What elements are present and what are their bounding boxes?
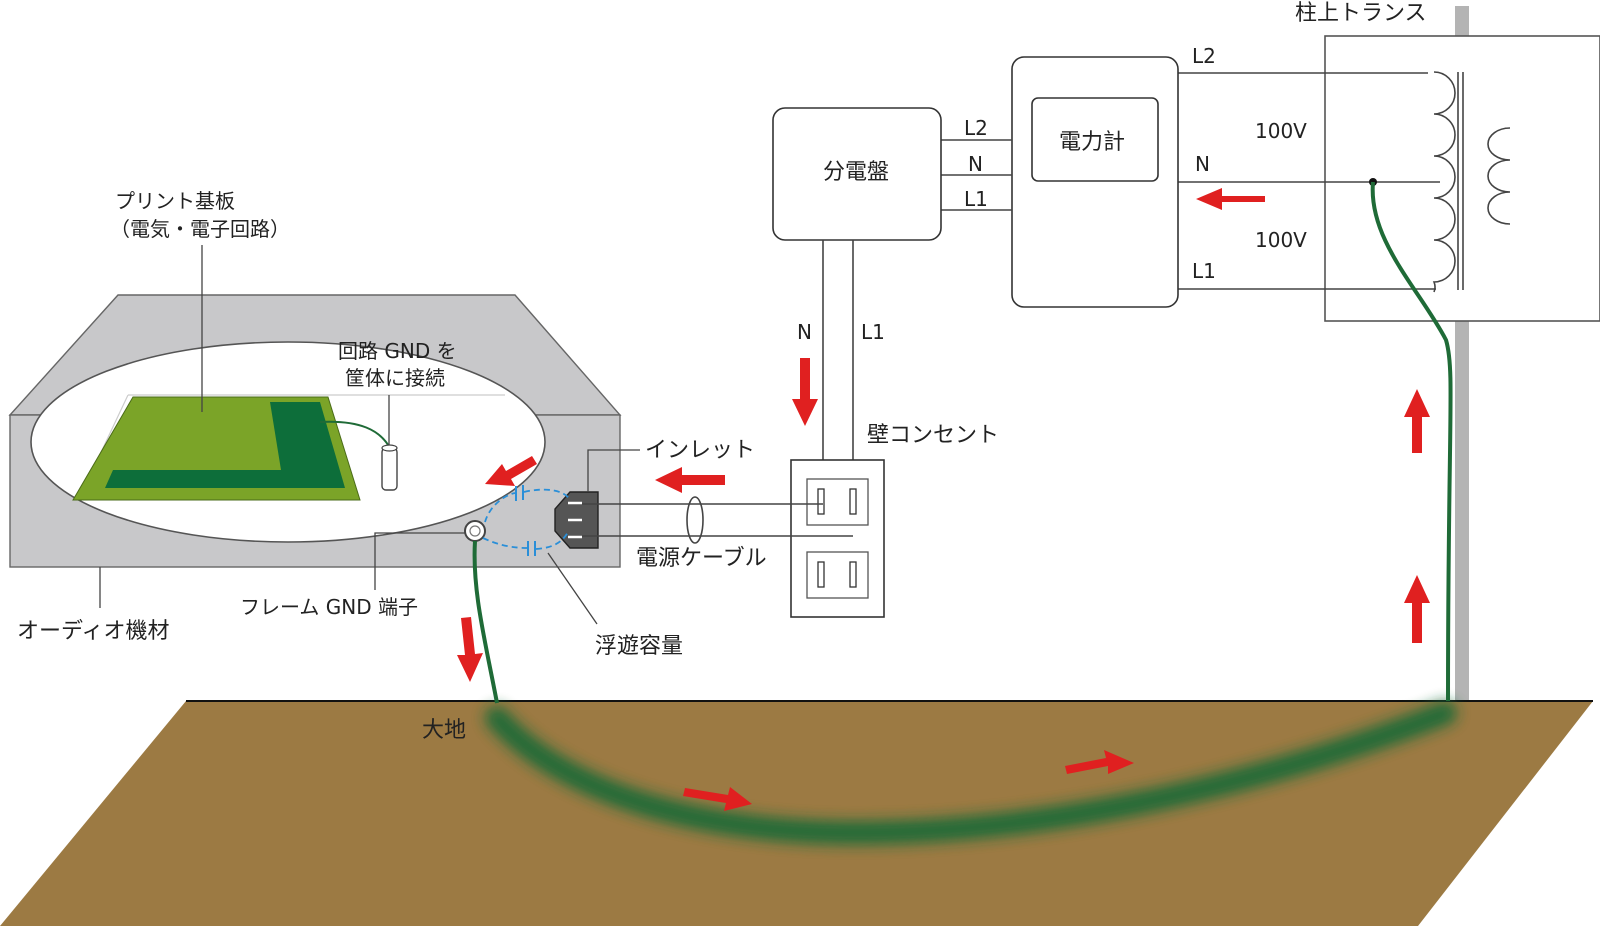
voltage-upper: 100V	[1255, 119, 1307, 143]
red-arrow-icon	[683, 787, 752, 811]
pcb-label-2: （電気・電子回路）	[110, 217, 290, 241]
board-label-l2: L2	[964, 116, 988, 140]
outlet-slot	[817, 561, 825, 588]
frame-gnd-lead	[374, 532, 465, 590]
red-arrow-icon	[1196, 188, 1265, 210]
outlet-slot	[849, 561, 857, 588]
power-meter-label: 電力計	[1059, 130, 1125, 155]
ground-label: 大地	[422, 718, 466, 743]
gnd-standoff-top	[381, 444, 398, 452]
frame-gnd-terminal-inner	[469, 525, 481, 537]
red-arrow-icon	[1065, 750, 1134, 774]
stray-capacitance-lead	[547, 552, 598, 625]
power-cable-sleeve	[686, 496, 704, 544]
board-label-n: N	[968, 152, 983, 176]
ground-surface	[0, 701, 1593, 926]
power-cable-label: 電源ケーブル	[636, 546, 767, 571]
coil-icon	[1432, 71, 1511, 293]
stray-capacitance-label: 浮遊容量	[595, 634, 683, 659]
red-arrow-icon	[457, 617, 483, 682]
outlet-socket-upper	[806, 478, 869, 526]
trans-label-l1: L1	[1192, 259, 1216, 283]
transformer-ground-wire	[1370, 181, 1453, 702]
audio-equipment-label: オーディオ機材	[17, 619, 169, 644]
pole-transformer-label: 柱上トランス	[1295, 1, 1427, 26]
chassis-ground-wire	[472, 540, 499, 704]
red-arrow-icon	[1404, 389, 1430, 453]
circuit-gnd-wire	[319, 420, 391, 449]
trans-label-n: N	[1195, 152, 1210, 176]
frame-gnd-label: フレーム GND 端子	[240, 595, 418, 619]
red-arrow-icon	[655, 467, 725, 493]
pcb-label-1: プリント基板	[115, 189, 235, 213]
power-meter-box	[1011, 56, 1179, 308]
wall-outlet-label: 壁コンセント	[867, 423, 999, 448]
circuit-gnd-label-1: 回路 GND を	[338, 339, 457, 363]
distribution-board-box	[772, 107, 942, 241]
outlet-slot	[817, 488, 825, 515]
red-arrow-icon	[1404, 575, 1430, 643]
red-arrow-icon	[792, 358, 818, 426]
pcb-gnd-trace	[105, 402, 345, 488]
outlet-label-l1: L1	[861, 320, 885, 344]
voltage-lower: 100V	[1255, 228, 1307, 252]
distribution-board-label: 分電盤	[823, 160, 889, 185]
gnd-standoff	[381, 447, 398, 491]
capacitor-icon	[482, 485, 571, 556]
trans-label-l2: L2	[1192, 44, 1216, 68]
outlet-socket-lower	[806, 551, 869, 599]
circuit-gnd-label-2: 筐体に接続	[345, 366, 445, 390]
red-arrow-icon	[485, 456, 537, 486]
earth-current-path	[485, 701, 1457, 845]
board-label-l1: L1	[964, 187, 988, 211]
outlet-label-n: N	[797, 320, 812, 344]
outlet-slot	[849, 488, 857, 515]
power-meter-display	[1031, 97, 1159, 182]
inlet-lead	[587, 449, 640, 492]
inlet-label: インレット	[645, 438, 755, 463]
